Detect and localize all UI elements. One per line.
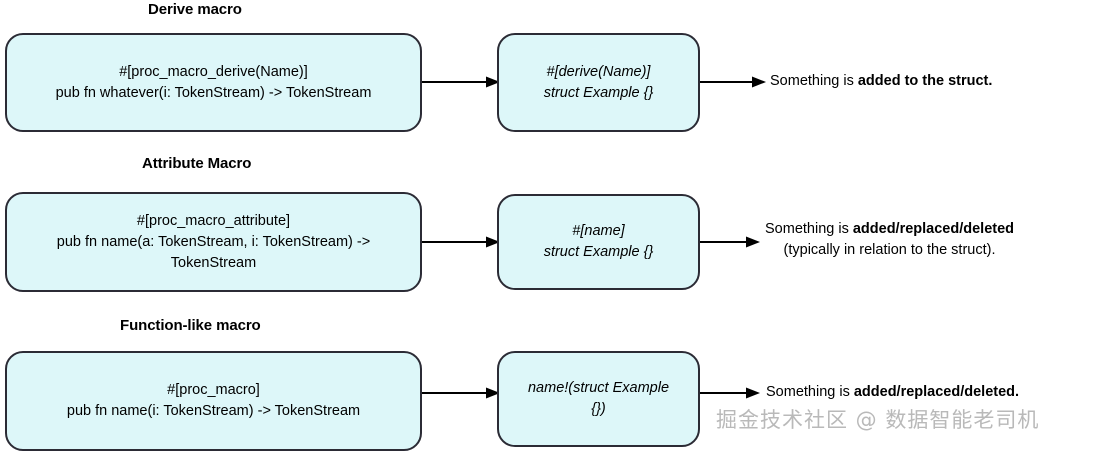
arrow-definition-to-usage-function-like — [422, 387, 500, 399]
outcome-text-attribute-macro: Something is added/replaced/deleted (typ… — [765, 219, 1014, 261]
usage-box-function-like-macro: name!(struct Example {}) — [497, 351, 700, 447]
outcome-line-1-attribute: Something is added/replaced/deleted — [765, 219, 1014, 240]
definition-box-derive-macro: #[proc_macro_derive(Name)] pub fn whatev… — [5, 33, 422, 132]
outcome-prefix-function-like: Something is — [766, 384, 854, 400]
usage-box-function-like-macro-text: name!(struct Example {}) — [527, 380, 670, 417]
usage-box-attribute-macro: #[name] struct Example {} — [497, 194, 700, 290]
arrow-usage-to-outcome-derive — [700, 76, 766, 88]
row-heading-derive-macro: Derive macro — [148, 1, 242, 18]
watermark-text: 掘金技术社区 @ 数据智能老司机 — [716, 408, 1040, 432]
outcome-prefix-derive: Something is — [770, 73, 858, 89]
definition-box-derive-macro-text: #[proc_macro_derive(Name)] pub fn whatev… — [55, 63, 372, 101]
arrow-definition-to-usage-attribute — [422, 236, 500, 248]
usage-box-attribute-macro-text: #[name] struct Example {} — [543, 223, 654, 260]
outcome-text-function-like-macro: Something is added/replaced/deleted. — [766, 382, 1019, 403]
definition-box-attribute-macro-text: #[proc_macro_attribute] pub fn name(a: T… — [56, 212, 371, 271]
outcome-emphasis-attribute: added/replaced/deleted — [852, 221, 1015, 237]
arrow-definition-to-usage-derive — [422, 76, 500, 88]
arrow-usage-to-outcome-attribute — [700, 236, 760, 248]
definition-box-function-like-macro: #[proc_macro] pub fn name(i: TokenStream… — [5, 351, 422, 451]
usage-box-derive-macro: #[derive(Name)] struct Example {} — [497, 33, 700, 132]
row-heading-function-like-macro: Function-like macro — [120, 317, 261, 334]
outcome-emphasis-derive: added to the struct. — [857, 73, 993, 89]
usage-box-derive-macro-text: #[derive(Name)] struct Example {} — [543, 63, 654, 101]
definition-box-function-like-macro-text: #[proc_macro] pub fn name(i: TokenStream… — [66, 382, 361, 419]
outcome-prefix-attribute: Something is — [765, 221, 853, 237]
outcome-emphasis-function-like: added/replaced/deleted. — [853, 384, 1020, 400]
definition-box-attribute-macro: #[proc_macro_attribute] pub fn name(a: T… — [5, 192, 422, 292]
arrow-usage-to-outcome-function-like — [700, 387, 760, 399]
outcome-text-derive-macro: Something is added to the struct. — [770, 71, 992, 92]
outcome-note-attribute: (typically in relation to the struct). — [783, 242, 996, 258]
row-heading-attribute-macro: Attribute Macro — [142, 155, 252, 172]
